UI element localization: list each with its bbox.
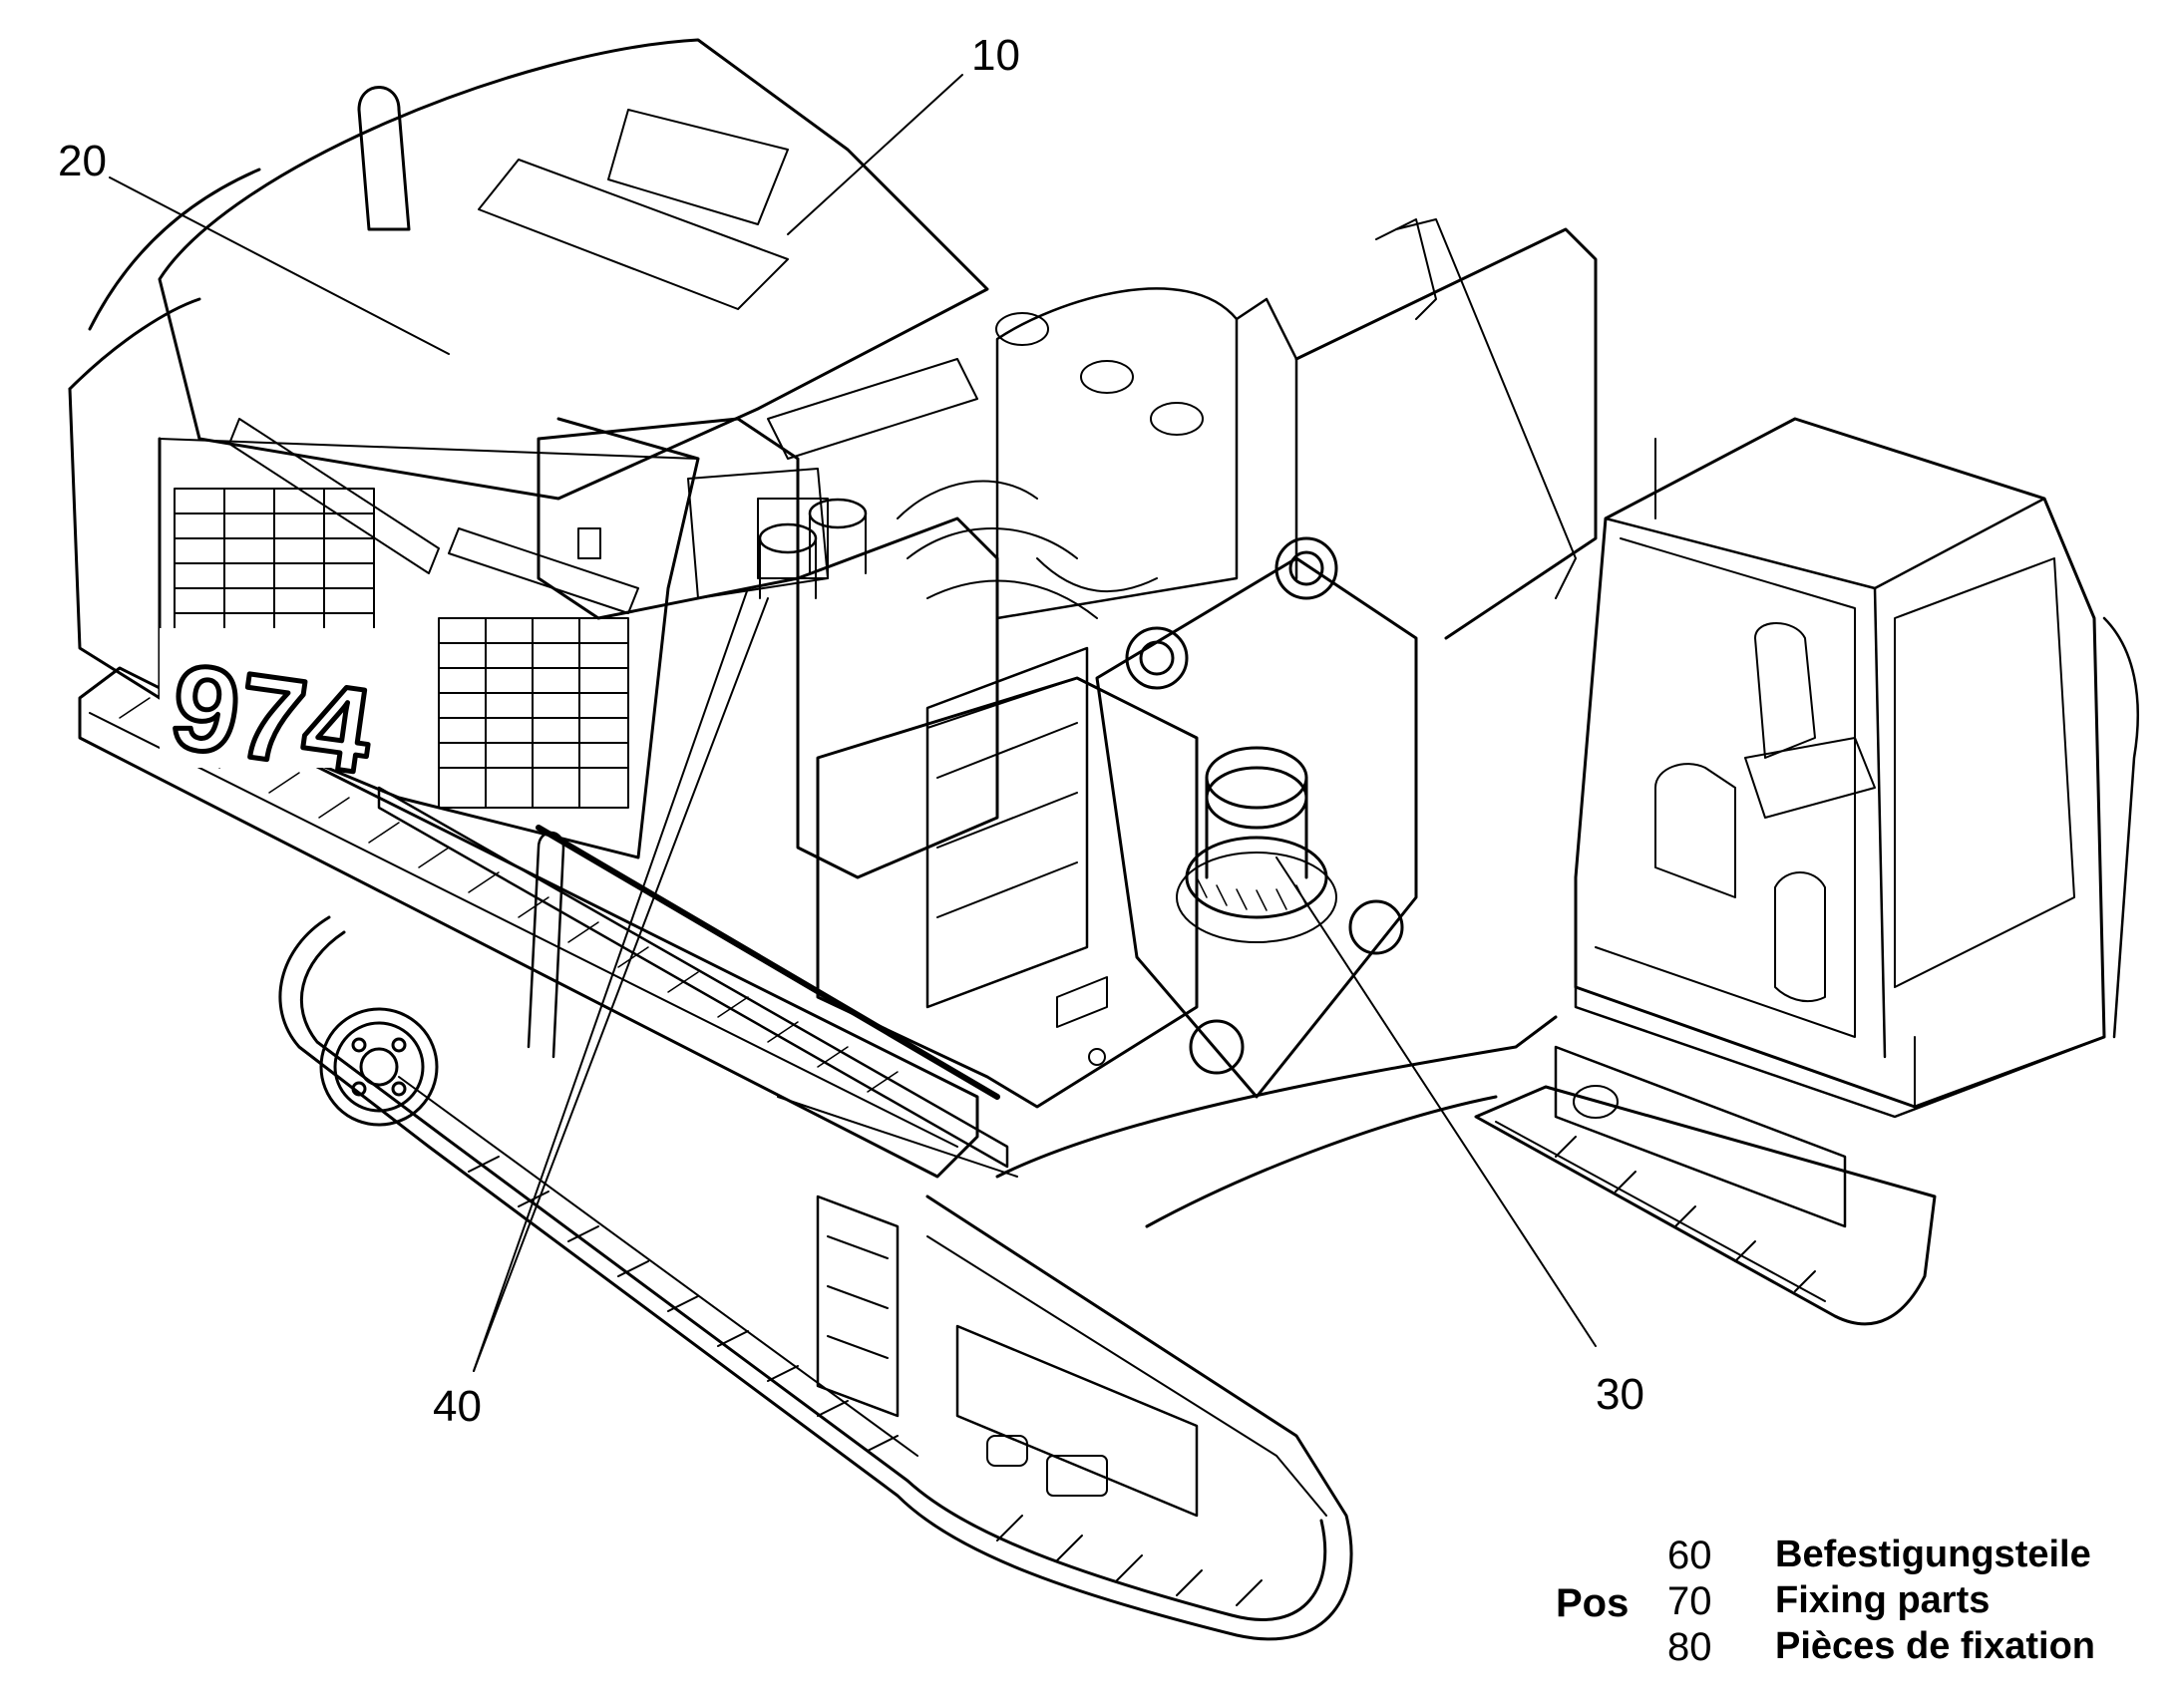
upper-carriage (68, 38, 1239, 1179)
legend-text: Pièces de fixation (1775, 1625, 2096, 1667)
callout-30: 30 (1596, 1370, 1644, 1419)
right-crawler-track (1474, 1045, 1937, 1326)
leader-lines (109, 74, 1597, 1372)
model-marking-text: 974 (164, 639, 380, 800)
legend-number: 80 (1667, 1625, 1712, 1669)
legend-number: 70 (1667, 1579, 1712, 1623)
left-crawler-track (278, 915, 1353, 1641)
boom-foot (1095, 218, 1598, 1099)
callout-20: 20 (58, 137, 107, 185)
legend-pos-label: Pos (1556, 1581, 1630, 1625)
model-marking: 974 (160, 628, 389, 802)
callout-40: 40 (433, 1382, 482, 1431)
legend-number: 60 (1667, 1534, 1712, 1577)
callout-10: 10 (971, 31, 1020, 80)
legend-text: Befestigungsteile (1775, 1534, 2091, 1575)
legend-text: Fixing parts (1775, 1579, 1991, 1621)
car-body (777, 1015, 1558, 1228)
operator-cab (1574, 417, 2139, 1119)
